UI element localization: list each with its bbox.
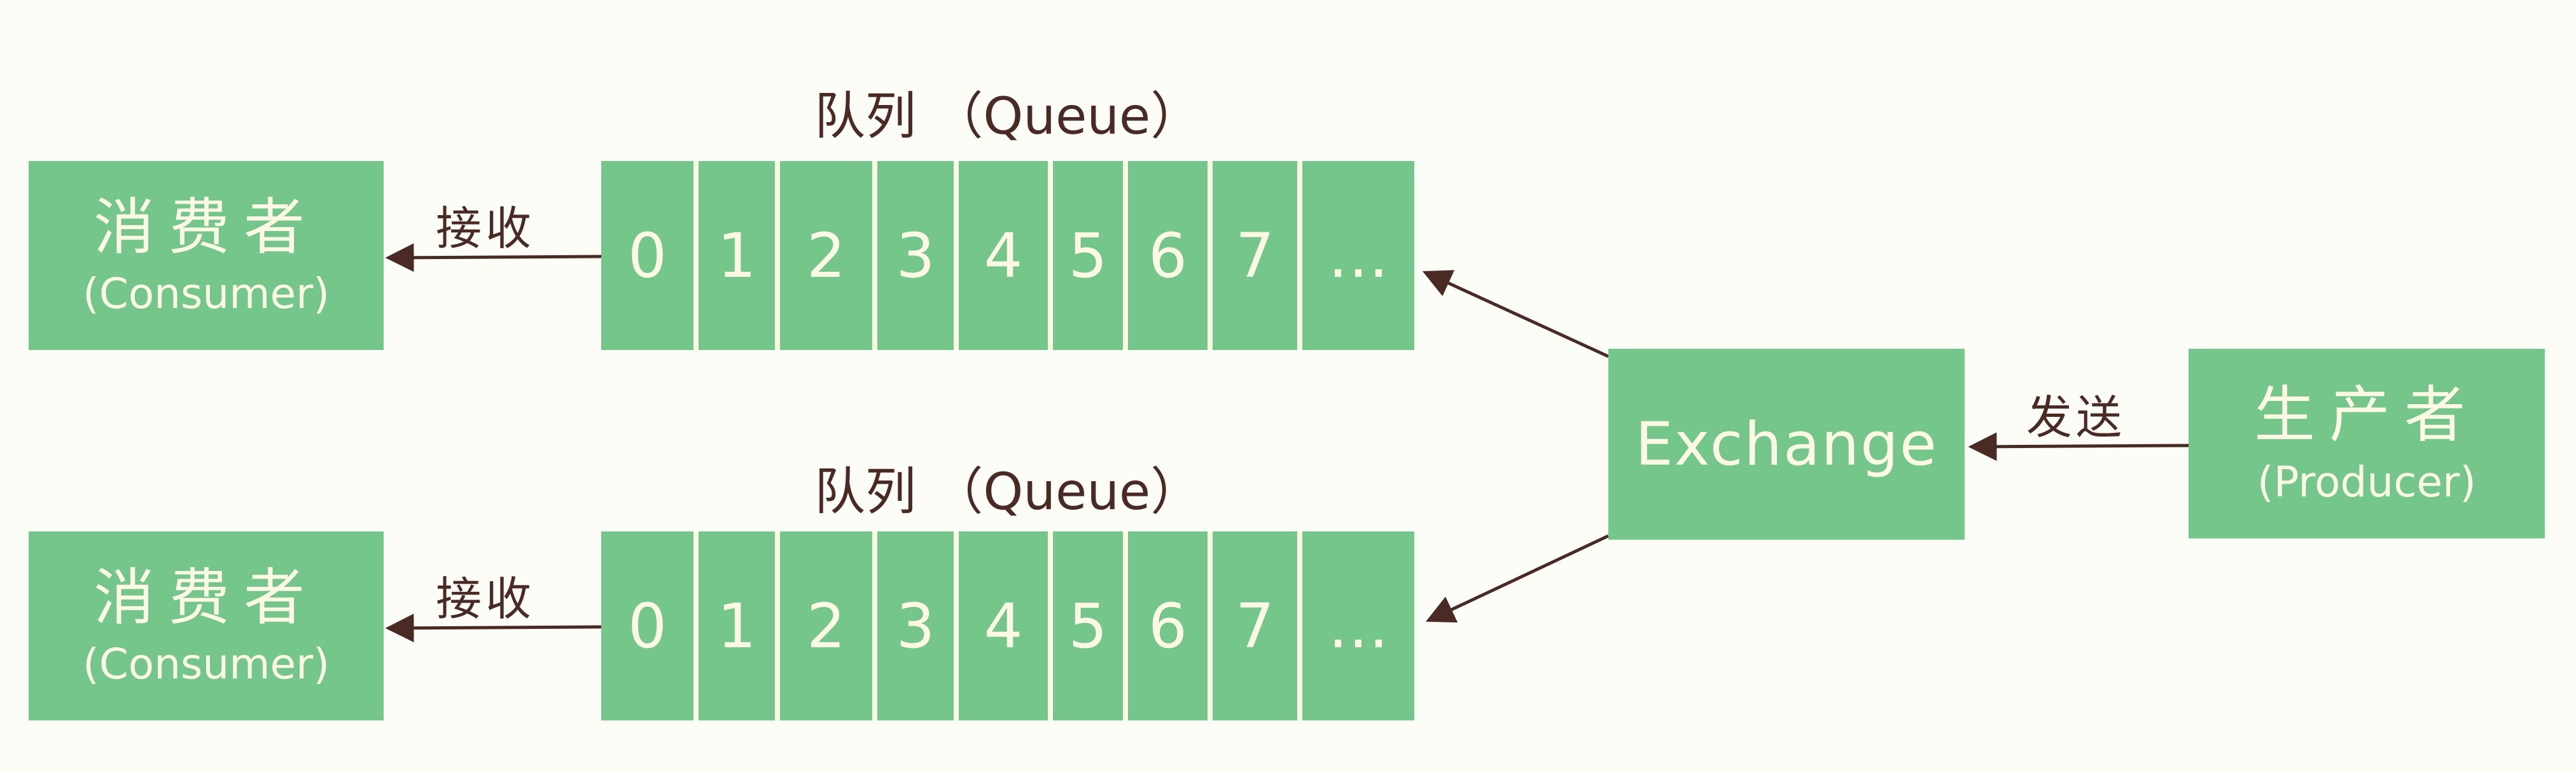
consumer-subtitle: (Consumer): [82, 269, 330, 319]
queue-title-bottom: 队列 （Queue）: [814, 462, 1202, 521]
queue-cell: 4: [959, 531, 1048, 720]
queue-cell: 0: [601, 161, 693, 350]
consumer-subtitle: (Consumer): [82, 640, 330, 689]
producer-subtitle: (Producer): [2257, 457, 2476, 507]
queue-cell: 5: [1053, 531, 1123, 720]
consumer-title: 消费者: [94, 561, 319, 633]
queue-cell: 3: [877, 531, 954, 720]
producer-title: 生产者: [2254, 379, 2479, 451]
consumer-box-bottom: 消费者 (Consumer): [29, 531, 384, 720]
queue-bottom: 0 1 2 3 4 5 6 7 …: [601, 531, 1414, 720]
queue-cell: 1: [699, 161, 775, 350]
exchange-to-queue-top-arrow: [1422, 270, 1610, 358]
consumer-box-top: 消费者 (Consumer): [29, 161, 384, 350]
queue-cell: 2: [780, 161, 872, 350]
queue-cell: 7: [1213, 531, 1297, 720]
queue-cell: …: [1302, 161, 1414, 350]
consumer-title: 消费者: [94, 191, 319, 263]
queue-cell: 7: [1213, 161, 1297, 350]
queue-cell: 5: [1053, 161, 1123, 350]
queue-cell: 1: [699, 531, 775, 720]
queue-title-top: 队列 （Queue）: [814, 87, 1202, 146]
queue-cell: 0: [601, 531, 693, 720]
queue-cell: 3: [877, 161, 954, 350]
receive-arrow-top: [385, 243, 602, 272]
receive-arrow-bottom: [385, 614, 602, 643]
exchange-to-queue-bottom-arrow: [1425, 534, 1610, 623]
send-arrow: [1968, 432, 2189, 461]
producer-box: 生产者 (Producer): [2189, 349, 2545, 538]
queue-cell: 4: [959, 161, 1048, 350]
queue-cell: 6: [1128, 161, 1208, 350]
exchange-box: Exchange: [1608, 349, 1965, 540]
exchange-label: Exchange: [1635, 409, 1938, 479]
queue-cell: 2: [780, 531, 872, 720]
queue-cell: 6: [1128, 531, 1208, 720]
receive-label-bottom: 接收: [436, 572, 536, 626]
receive-label-top: 接收: [436, 202, 536, 255]
queue-cell: …: [1302, 531, 1414, 720]
send-label: 发送: [2026, 391, 2126, 444]
queue-top: 0 1 2 3 4 5 6 7 …: [601, 161, 1414, 350]
